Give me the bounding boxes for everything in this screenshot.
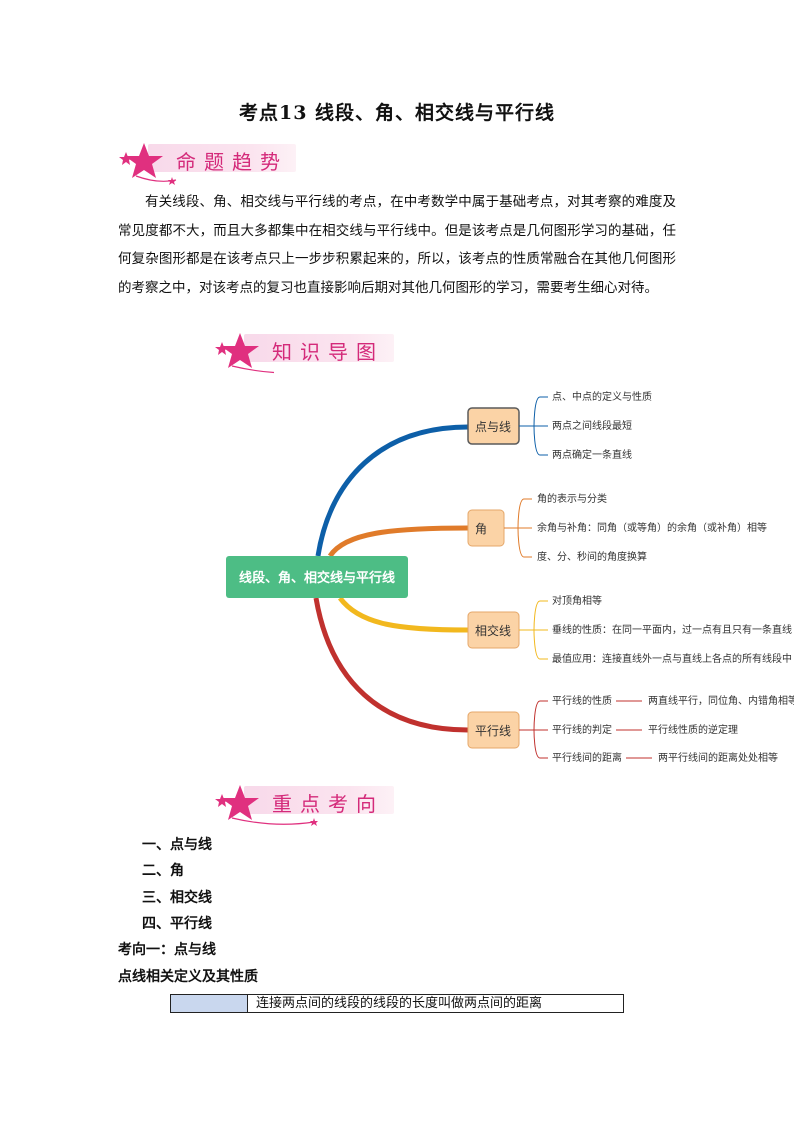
page-title: 考点13 线段、角、相交线与平行线 — [238, 102, 556, 124]
section-heading: 考向一：点与线 — [118, 942, 216, 958]
subheading: 点线相关定义及其性质 — [118, 969, 258, 985]
branch-line-parallel — [313, 597, 469, 733]
table-label-cell — [171, 995, 248, 1012]
leaf-detail: 平行线性质的逆定理 — [648, 723, 738, 736]
branch-connector — [519, 600, 548, 660]
branch-label: 点与线 — [475, 420, 511, 434]
definition-table: 连接两点间的线段的线段的长度叫做两点间的距离 — [170, 994, 624, 1013]
branch-label: 角 — [475, 522, 487, 536]
banner-focus-label: 重点考向 — [272, 792, 384, 816]
toc-item: 四、平行线 — [142, 916, 212, 932]
leaf-detail: 两平行线间的距离处处相等 — [658, 751, 778, 764]
banner-trend-label: 命题趋势 — [176, 150, 288, 174]
toc-item: 三、相交线 — [142, 890, 212, 906]
table-definition-cell: 连接两点间的线段的线段的长度叫做两点间的距离 — [256, 996, 543, 1011]
toc-item: 二、角 — [142, 863, 184, 879]
intro-paragraph: 有关线段、角、相交线与平行线的考点，在中考数学中属于基础考点，对其考察的难度及常… — [118, 194, 676, 296]
leaf-item: 平行线间的距离 — [552, 751, 622, 764]
leaf-item: 点、中点的定义与性质 — [552, 390, 652, 403]
mindmap-center-label: 线段、角、相交线与平行线 — [239, 570, 395, 586]
banner-knowledge-label: 知识导图 — [272, 340, 384, 364]
mindmap-center-node — [226, 556, 408, 598]
banner-trend: 命题趋势 — [118, 140, 296, 185]
toc-item: 一、点与线 — [142, 837, 212, 853]
leaf-item: 度、分、秒间的角度换算 — [537, 550, 647, 563]
banner-bar — [244, 786, 394, 814]
mindmap: 线段、角、相交线与平行线 点与线 点、中点的定义与性质 两点之间线段最短 两点确… — [226, 390, 794, 764]
leaf-item: 两点确定一条直线 — [552, 448, 632, 461]
branch-connector — [540, 396, 548, 456]
leaf-detail: 两直线平行，同位角、内错角相等； — [648, 694, 794, 707]
leaf-item: 对顶角相等 — [552, 594, 602, 607]
branch-connector — [504, 498, 532, 558]
branch-line-dot-line — [315, 424, 469, 557]
leaf-item: 垂线的性质：在同一平面内，过一点有且只有一条直线 — [552, 623, 792, 636]
leaf-item: 平行线的判定 — [552, 723, 612, 736]
leaf-item: 平行线的性质 — [552, 694, 612, 707]
banner-knowledge: 知识导图 — [214, 330, 394, 376]
branch-label: 平行线 — [475, 724, 511, 738]
branch-label: 相交线 — [475, 623, 511, 638]
banner-focus: 重点考向 — [214, 782, 394, 828]
star-icon — [119, 143, 177, 185]
leaf-item: 两点之间线段最短 — [552, 419, 632, 432]
leaf-item: 角的表示与分类 — [537, 492, 607, 505]
branch-connector — [519, 396, 548, 456]
branch-connector — [519, 700, 548, 759]
star-icon — [215, 333, 274, 374]
banner-bar — [148, 144, 296, 172]
branch-line-intersect — [337, 596, 469, 633]
leaf-item: 余角与补角：同角（或等角）的余角（或补角）相等 — [537, 521, 767, 534]
banner-bar — [244, 334, 394, 362]
branch-line-angle — [327, 525, 469, 558]
leaf-item: 最值应用：连接直线外一点与直线上各点的所有线段中 — [552, 652, 792, 665]
star-icon — [215, 785, 318, 826]
